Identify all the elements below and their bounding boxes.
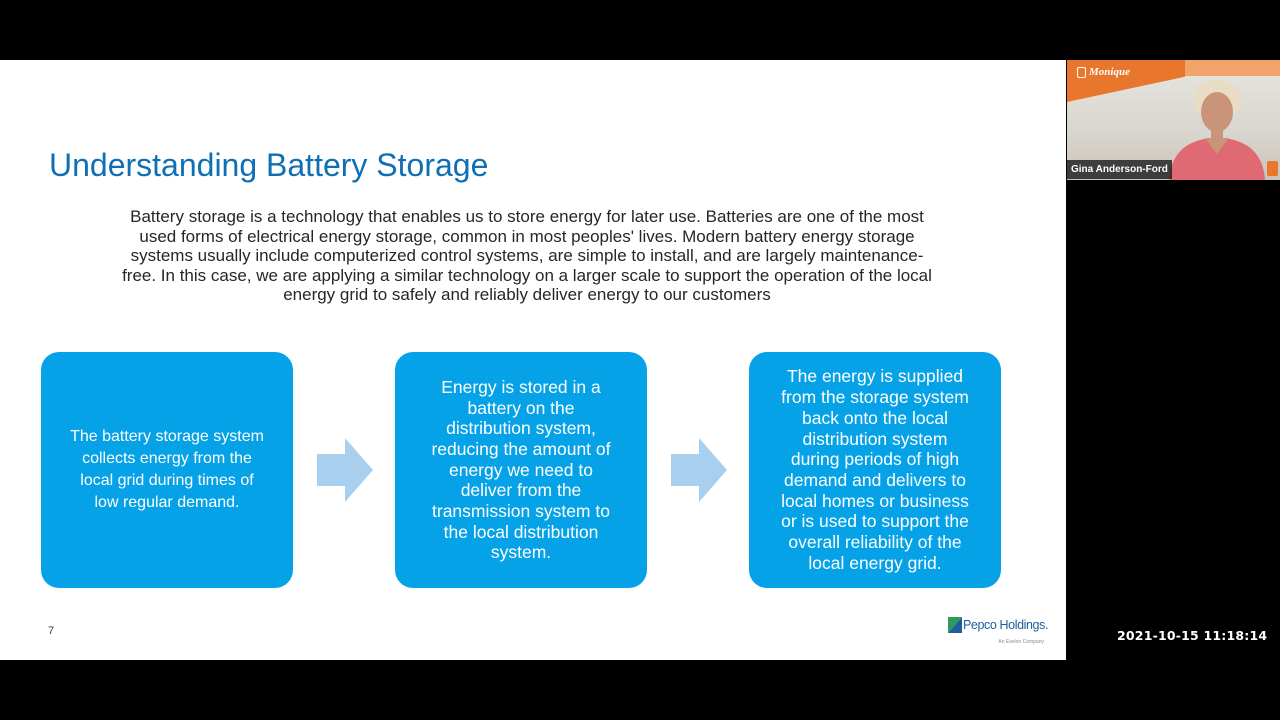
process-step-supply: The energy is supplied from the storage …: [749, 352, 1001, 588]
step-text: The battery storage system collects ener…: [70, 426, 264, 514]
body-line: used forms of electrical energy storage,…: [139, 226, 915, 246]
step-line: The battery storage system: [70, 428, 264, 445]
banner-name: Monique: [1089, 66, 1130, 78]
step-line: overall reliability of the: [788, 532, 962, 553]
step-line: distribution system,: [446, 418, 596, 439]
participant-name-label: Gina Anderson-Ford: [1067, 160, 1172, 179]
presentation-slide: Understanding Battery Storage Battery st…: [0, 60, 1066, 660]
process-step-store: Energy is stored in a battery on the dis…: [395, 352, 647, 588]
step-line: system.: [490, 542, 552, 563]
pepco-holdings-logo: Pepco Holdings. An Exelon Company: [948, 615, 1048, 649]
right-arrow-icon: [317, 438, 373, 502]
step-line: battery on the: [467, 397, 575, 418]
step-text: Energy is stored in a battery on the dis…: [431, 377, 610, 563]
participant-video-tile[interactable]: Monique Gina Anderson-Ford: [1067, 60, 1280, 180]
step-line: local grid during times of: [80, 472, 254, 489]
step-line: or is used to support the: [781, 511, 969, 532]
slide-title: Understanding Battery Storage: [49, 147, 489, 183]
step-line: during periods of high: [790, 449, 960, 470]
step-line: from the storage system: [781, 387, 969, 408]
step-line: local energy grid.: [808, 552, 942, 573]
step-line: the local distribution: [443, 521, 599, 542]
step-line: The energy is supplied: [786, 366, 964, 387]
step-line: Energy is stored in a: [441, 376, 601, 397]
logo-text: Pepco Holdings.: [963, 618, 1049, 632]
pepco-logo-icon: [948, 617, 962, 633]
step-line: collects energy from the: [82, 450, 252, 467]
step-line: deliver from the: [460, 480, 582, 501]
body-line: energy grid to safely and reliably deliv…: [283, 285, 771, 304]
step-line: distribution system: [802, 428, 948, 449]
slide-body-text: Battery storage is a technology that ena…: [44, 207, 1010, 305]
microphone-icon: [1267, 161, 1278, 176]
step-text: The energy is supplied from the storage …: [781, 366, 969, 573]
body-line: Battery storage is a technology that ena…: [130, 207, 924, 226]
step-line: back onto the local: [802, 407, 948, 428]
person-icon: [1169, 80, 1265, 180]
step-line: transmission system to: [432, 501, 610, 522]
right-arrow-icon: [671, 438, 727, 502]
body-line: free. In this case, we are applying a si…: [122, 265, 932, 285]
step-line: low regular demand.: [94, 494, 240, 511]
process-step-collect: The battery storage system collects ener…: [41, 352, 293, 588]
step-line: local homes or business: [781, 490, 969, 511]
body-line: systems usually include computerized con…: [130, 246, 924, 265]
recording-timestamp: 2021-10-15 11:18:14: [1117, 628, 1268, 643]
video-banner-strip: [1185, 60, 1280, 76]
banner-seal-icon: [1077, 67, 1086, 78]
step-line: energy we need to: [448, 459, 593, 480]
step-line: demand and delivers to: [784, 470, 966, 490]
slide-page-number: 7: [48, 625, 55, 637]
logo-tagline: An Exelon Company: [998, 639, 1044, 645]
step-line: reducing the amount of: [431, 438, 611, 459]
